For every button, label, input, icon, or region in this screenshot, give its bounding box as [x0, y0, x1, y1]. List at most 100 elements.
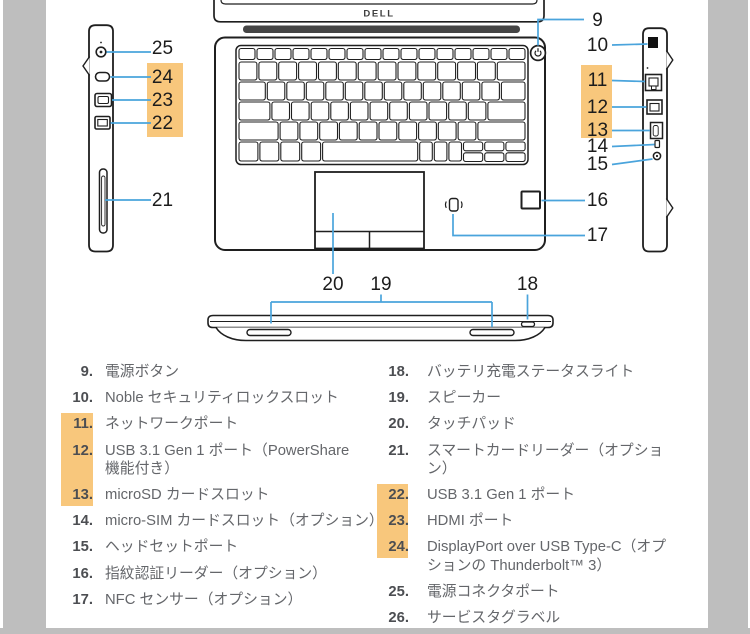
legend-item: 20. タッチパッド — [377, 415, 713, 433]
legend-item-text: micro-SIM カードスロット（オプション） — [105, 513, 384, 530]
callout-24: 24 — [151, 66, 174, 88]
callout-20: 20 — [322, 274, 344, 295]
usb-type-c-port-icon — [94, 71, 111, 82]
nfc-sensor-icon — [444, 197, 463, 212]
callout-19: 19 — [370, 274, 392, 295]
hinge-bar — [243, 25, 520, 33]
legend-item-number: 20. — [388, 416, 409, 433]
callout-15: 15 — [586, 154, 609, 175]
legend-item: 25. 電源コネクタポート — [377, 583, 713, 601]
display-bottom-bezel — [213, 0, 545, 23]
legend-item-number: 13. — [72, 487, 93, 504]
network-port-icon — [644, 73, 663, 92]
legend-item-text: スマートカードリーダー（オプショ ン） — [427, 442, 664, 477]
legend-item-number: 24. — [388, 539, 409, 556]
legend-item-text: DisplayPort over USB Type-C（オプ ションの Thun… — [427, 539, 667, 574]
legend-item-text: 電源コネクタポート — [427, 583, 560, 600]
usb-a-port-icon — [94, 115, 111, 130]
page-gutter-right — [708, 0, 748, 628]
highlight-diagram-left-ports — [147, 63, 183, 137]
legend-item-text: タッチパッド — [427, 416, 516, 433]
right-side-view — [642, 27, 674, 253]
legend-item-text: HDMI ポート — [427, 513, 514, 530]
touchpad — [314, 171, 425, 250]
dell-logo: DELL — [363, 9, 394, 20]
hdmi-port-icon — [94, 92, 113, 108]
legend-item-number: 26. — [388, 610, 409, 627]
laptop-diagram: DELL — [82, 0, 674, 342]
legend-item: 9. 電源ボタン — [61, 363, 373, 381]
legend-item-text: Noble セキュリティロックスロット — [105, 390, 339, 407]
legend-item: 16. 指紋認証リーダー（オプション） — [61, 565, 373, 583]
legend-item-number: 25. — [388, 583, 409, 600]
legend-item-text: ネットワークポート — [105, 416, 239, 433]
legend-item-number: 23. — [388, 513, 409, 530]
security-lock-slot-icon — [648, 37, 658, 48]
legend-item-text: 電源ボタン — [105, 364, 179, 380]
legend-item-number: 16. — [72, 565, 93, 582]
highlight-legend-left — [61, 413, 93, 506]
callout-9: 9 — [592, 9, 603, 31]
legend-item-number: 14. — [72, 513, 93, 530]
left-side-view — [82, 24, 114, 253]
callout-10: 10 — [586, 35, 609, 56]
legend-item-text: NFC センサー（オプション） — [105, 591, 303, 608]
highlight-diagram-right-ports — [581, 65, 612, 138]
micro-sim-slot-icon — [654, 139, 661, 149]
legend-item: 14. micro-SIM カードスロット（オプション） — [61, 512, 383, 530]
legend-item-highlighted: 23. HDMI ポート — [377, 512, 713, 530]
legend-item-text: 指紋認証リーダー（オプション） — [105, 565, 327, 582]
legend-item: 18. バッテリ充電ステータスライト — [377, 363, 713, 381]
callout-21: 21 — [151, 189, 174, 211]
callout-25: 25 — [151, 37, 174, 59]
power-connector-port-icon — [95, 41, 107, 58]
page-gutter-left — [3, 0, 46, 628]
callout-18: 18 — [516, 274, 539, 295]
callout-23: 23 — [151, 89, 174, 111]
legend-item-highlighted: 24. DisplayPort over USB Type-C（オプ ションの T… — [377, 538, 713, 574]
headset-port-icon — [652, 151, 662, 161]
legend-item-text: ヘッドセットポート — [105, 539, 239, 556]
microsd-slot-icon — [649, 121, 664, 140]
callout-11: 11 — [587, 70, 608, 91]
highlight-legend-right — [377, 484, 408, 558]
legend-item-highlighted: 12. USB 3.1 Gen 1 ポート（PowerShare 機能付き） — [61, 442, 373, 478]
legend-item-number: 22. — [388, 487, 409, 504]
legend-item-number: 9. — [80, 364, 93, 380]
speaker-right-icon — [469, 328, 515, 337]
legend-item-text: スピーカー — [427, 390, 501, 407]
legend-item-text: サービスタグラベル — [427, 610, 561, 627]
legend-item: 19. スピーカー — [377, 389, 713, 407]
smart-card-slot-icon — [98, 168, 108, 234]
legend-item-text: USB 3.1 Gen 1 ポート（PowerShare 機能付き） — [105, 442, 350, 477]
legend-item-number: 19. — [388, 390, 409, 407]
callout-13: 13 — [586, 120, 609, 141]
fingerprint-reader-icon — [520, 190, 541, 210]
legend-item-number: 12. — [72, 442, 93, 459]
power-button-icon — [529, 44, 547, 62]
callout-16: 16 — [586, 190, 609, 211]
legend-item: 10.Noble セキュリティロックスロット — [61, 389, 373, 407]
legend-item-text: バッテリ充電ステータスライト — [427, 364, 635, 380]
legend-item-number: 18. — [388, 364, 409, 380]
legend-item-highlighted: 11. ネットワークポート — [61, 415, 373, 433]
legend-column-left: 9. 電源ボタン 10.Noble セキュリティロックスロット 11. ネットワークポー… — [61, 363, 383, 617]
legend-item-number: 17. — [72, 591, 93, 608]
legend-item: 15.ヘッドセットポート — [61, 538, 373, 556]
legend-item-number: 11. — [73, 416, 93, 433]
callout-12: 12 — [586, 96, 609, 118]
callout-lines — [105, 18, 655, 327]
legend-item-text: USB 3.1 Gen 1 ポート — [427, 487, 576, 504]
keyboard-keys — [238, 47, 526, 163]
callout-17: 17 — [586, 225, 609, 246]
front-view — [207, 314, 554, 342]
legend-item-highlighted: 22. USB 3.1 Gen 1 ポート — [377, 486, 713, 504]
top-view: DELL — [213, 0, 547, 251]
callout-22: 22 — [151, 112, 174, 134]
usb-a-port-icon-right — [646, 99, 663, 115]
legend-item-highlighted: 13.microSD カードスロット — [61, 486, 373, 504]
page-gutter-bottom — [0, 628, 750, 634]
legend-item: 17. NFC センサー（オプション） — [61, 591, 373, 609]
